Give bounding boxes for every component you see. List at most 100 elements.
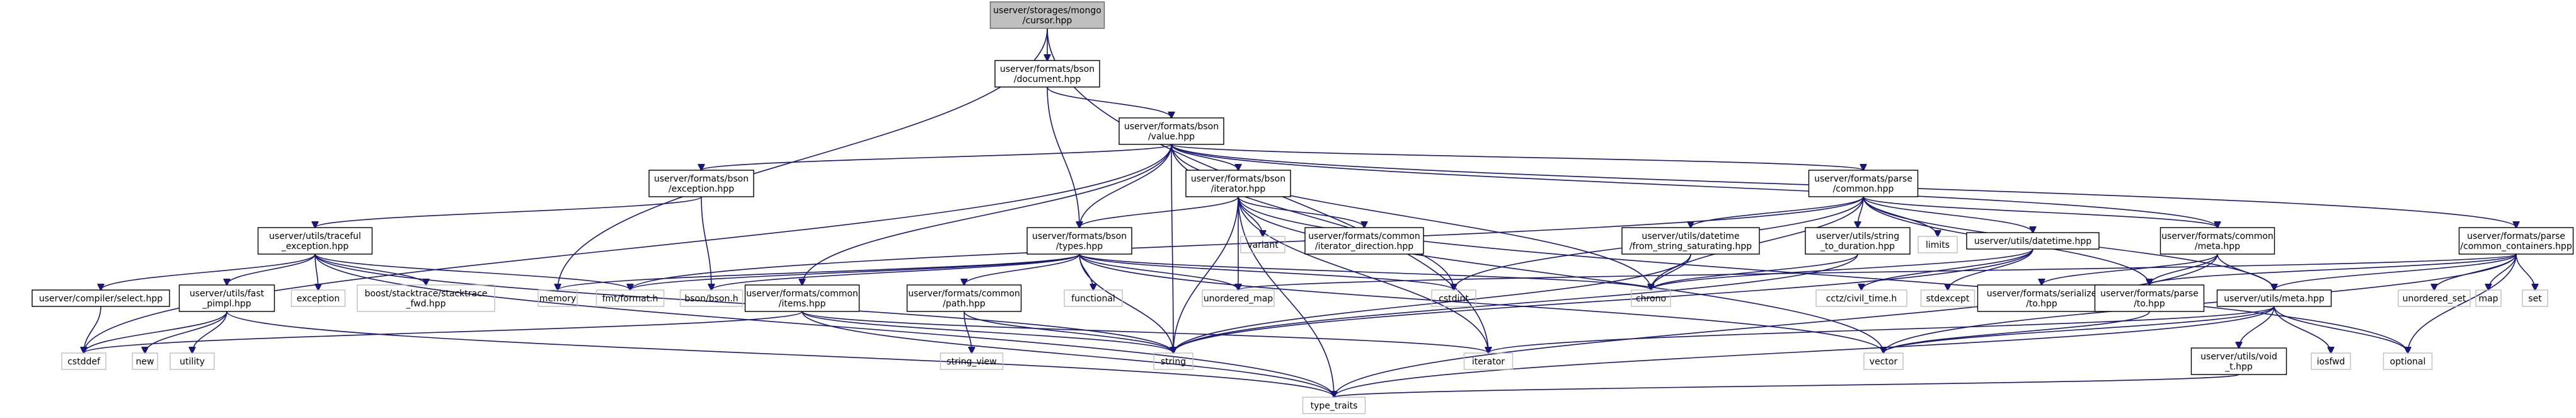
- edge-n6-n17: [227, 253, 316, 285]
- node-n34: unordered_set: [2398, 289, 2471, 307]
- node-label: userver/compiler/select.hpp: [39, 294, 163, 304]
- node-label: userver/formats/bson: [1032, 231, 1127, 241]
- node-n9[interactable]: userver/formats/common/iterator_directio…: [1304, 227, 1424, 255]
- node-n10[interactable]: userver/utils/datetime/from_string_satur…: [1621, 227, 1760, 255]
- nodes: userver/storages/mongo/cursor.hpp userver…: [32, 1, 2574, 414]
- node-box: [170, 352, 215, 370]
- node-label: iosfwd: [2317, 357, 2345, 367]
- node-box: [1153, 352, 1193, 370]
- node-n4[interactable]: userver/formats/bson/iterator.hpp: [1185, 170, 1291, 197]
- node-n33[interactable]: userver/utils/meta.hpp: [2216, 289, 2332, 307]
- node-label: userver/formats/common: [2161, 231, 2274, 241]
- node-label: userver/formats/bson: [1124, 122, 1219, 132]
- edge-n15-n32: [2149, 253, 2517, 285]
- node-label: string: [1161, 357, 1186, 367]
- node-label: bson/bson.h: [684, 294, 738, 304]
- node-label: exception: [297, 294, 340, 304]
- node-box: [290, 289, 346, 307]
- edge-n6-n41: [314, 253, 1173, 353]
- node-n5[interactable]: userver/formats/parse/common.hpp: [1808, 170, 1919, 197]
- node-label: /to.hpp: [2134, 299, 2165, 309]
- node-n18: exception: [290, 289, 346, 307]
- edge-n7-n28: [1079, 253, 1651, 290]
- node-n44: iosfwd: [2311, 352, 2351, 370]
- edge-n13-n29: [1861, 248, 2033, 290]
- node-n23[interactable]: userver/formats/common/items.hpp: [744, 284, 860, 312]
- node-label: functional: [1071, 294, 1115, 304]
- node-box: [2311, 352, 2351, 370]
- node-box: [2190, 347, 2287, 375]
- edge-n4-n45: [1238, 196, 2408, 353]
- node-n15[interactable]: userver/formats/parse/common_containers.…: [2458, 227, 2574, 255]
- edge-n6-n19: [314, 253, 426, 285]
- node-box: [1304, 227, 1424, 255]
- node-n3[interactable]: userver/formats/bson/exception.hpp: [648, 170, 754, 197]
- node-box: [1966, 232, 2100, 250]
- node-label: _to_duration.hpp: [1820, 241, 1895, 252]
- edge-n13-n28: [1651, 248, 2033, 290]
- node-label: utility: [180, 357, 205, 367]
- edges: [84, 28, 2535, 397]
- node-n21: fmt/format.h: [595, 289, 665, 307]
- node-box: [1026, 227, 1132, 255]
- node-n40: string_view: [940, 352, 1004, 370]
- edge-n4-n47: [1238, 196, 1334, 397]
- node-n7[interactable]: userver/formats/bson/types.hpp: [1026, 227, 1132, 255]
- node-n20: memory: [538, 289, 578, 307]
- edge-n7-n41: [1079, 253, 1173, 353]
- node-box: [2398, 289, 2471, 307]
- node-n0[interactable]: userver/storages/mongo/cursor.hpp: [989, 1, 1105, 29]
- node-n41: string: [1153, 352, 1193, 370]
- node-label: limits: [1926, 240, 1950, 250]
- node-n24[interactable]: userver/formats/common/path.hpp: [906, 284, 1022, 312]
- edge-n6-n47: [314, 253, 1334, 397]
- node-n22: bson/bson.h: [679, 289, 744, 307]
- edge-n2-n3: [701, 144, 1172, 170]
- node-n27: cstdint: [1431, 289, 1476, 307]
- node-label: /to.hpp: [2026, 299, 2057, 309]
- edge-n7-n20: [558, 253, 1080, 290]
- edge-n15-n33: [2274, 253, 2517, 290]
- edge-n23-n47: [802, 311, 1334, 397]
- node-label: userver/utils/datetime.hpp: [1974, 236, 2091, 247]
- node-label: /items.hpp: [779, 299, 826, 309]
- edge-n33-n44: [2274, 306, 2331, 353]
- node-n46[interactable]: userver/utils/void_t.hpp: [2190, 347, 2287, 375]
- node-n43: vector: [1863, 352, 1904, 370]
- node-box: [1621, 227, 1760, 255]
- edge-n24-n40: [963, 311, 972, 353]
- node-box: [1185, 170, 1291, 197]
- edge-n2-n7: [1079, 144, 1172, 228]
- node-n42: iterator: [1463, 352, 1514, 370]
- node-n2[interactable]: userver/formats/bson/value.hpp: [1118, 117, 1224, 145]
- node-n16[interactable]: userver/compiler/select.hpp: [32, 289, 170, 307]
- node-box: [1920, 289, 1975, 307]
- node-n14[interactable]: userver/formats/common/meta.hpp: [2159, 227, 2275, 255]
- node-label: unordered_map: [1204, 294, 1273, 304]
- node-box: [2216, 289, 2332, 307]
- node-n1[interactable]: userver/formats/bson/document.hpp: [994, 60, 1100, 88]
- node-box: [1808, 170, 1919, 197]
- edge-n5-n21: [630, 196, 1864, 290]
- node-box: [1918, 236, 1958, 253]
- node-label: set: [2528, 294, 2542, 304]
- node-label: userver/formats/parse: [1814, 174, 1912, 184]
- node-label: optional: [2390, 357, 2426, 367]
- edge-n7-n22: [711, 253, 1080, 290]
- edge-n2-n27: [1171, 144, 1454, 290]
- node-n31[interactable]: userver/formats/serialize/to.hpp: [1977, 284, 2107, 312]
- node-label: iterator: [1472, 357, 1505, 367]
- node-label: type_traits: [1311, 401, 1358, 411]
- node-n32[interactable]: userver/formats/parse/to.hpp: [2094, 284, 2205, 312]
- edge-n33-n47: [1334, 306, 2275, 397]
- node-n17[interactable]: userver/utils/fast_pimpl.hpp: [178, 284, 275, 312]
- node-label: string_view: [946, 357, 996, 367]
- node-n12: limits: [1918, 236, 1958, 253]
- node-box: [1815, 289, 1907, 307]
- edge-n2-n23: [802, 144, 1172, 285]
- edge-n14-n31: [2042, 253, 2218, 285]
- node-n11[interactable]: userver/utils/string_to_duration.hpp: [1805, 227, 1911, 255]
- edge-n2-n28: [1171, 144, 1651, 290]
- node-n13[interactable]: userver/utils/datetime.hpp: [1966, 232, 2100, 250]
- node-n6[interactable]: userver/utils/traceful_exception.hpp: [257, 227, 373, 255]
